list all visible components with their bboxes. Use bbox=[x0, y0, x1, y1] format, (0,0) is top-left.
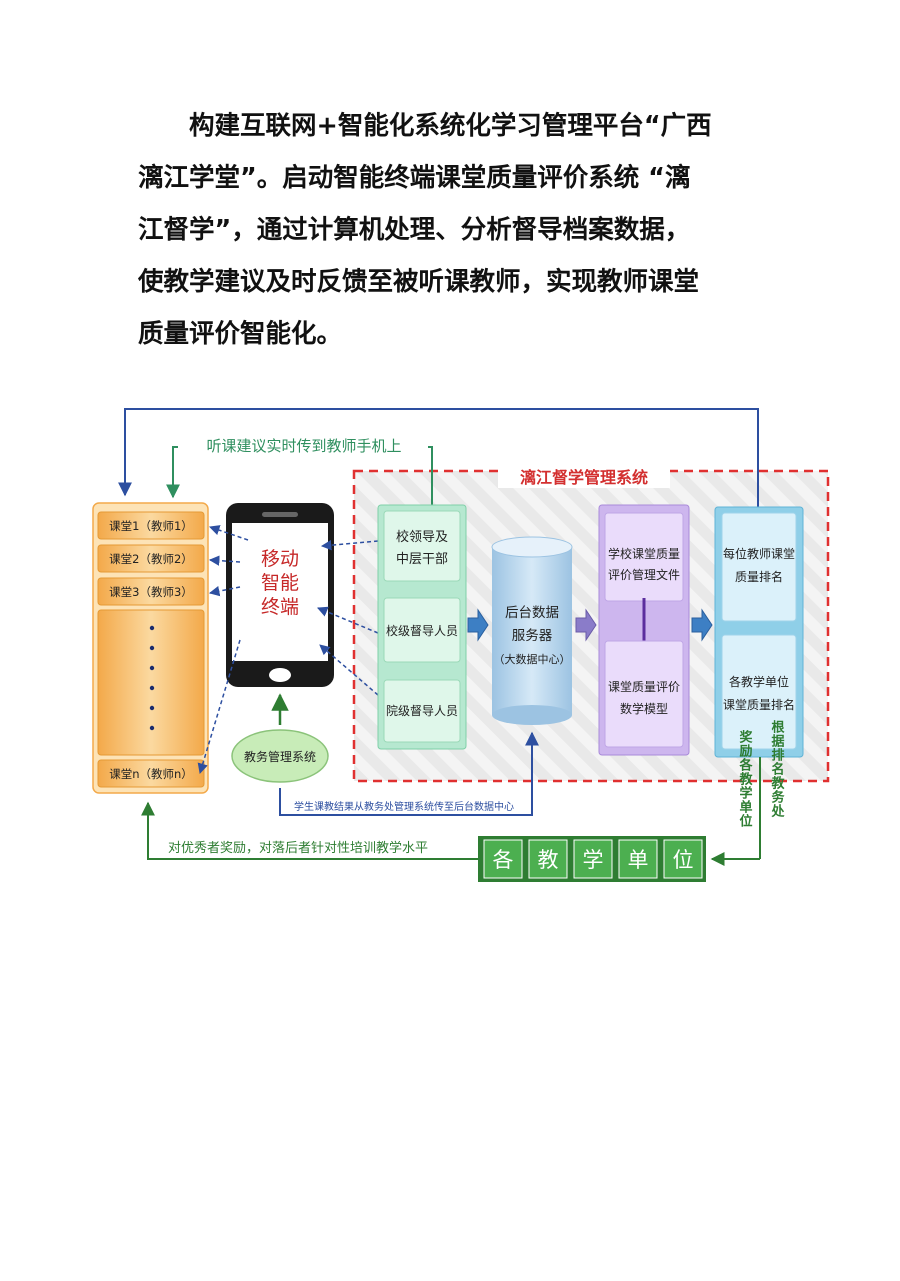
classroom-item-middle bbox=[97, 609, 205, 756]
mobile-phone-screen bbox=[232, 523, 328, 661]
supervision-system-diagram: 漓江督学管理系统 听课建议实时传到教师手机上 课堂1（教师1） 课堂2（教师2）… bbox=[92, 408, 830, 882]
unit-char: 教 bbox=[538, 848, 559, 872]
paragraph-line: 江督学”，通过计算机处理、分析督导档案数据， bbox=[138, 215, 691, 245]
mobile-label: 智能 bbox=[261, 572, 299, 594]
eval-model-box bbox=[604, 640, 684, 748]
arrow-server-to-eval bbox=[575, 608, 597, 642]
unit-cells bbox=[483, 839, 703, 879]
system-title: 漓江督学管理系统 bbox=[520, 468, 648, 487]
student-eval-line bbox=[279, 731, 539, 816]
mobile-to-classroom-3 bbox=[208, 585, 241, 597]
system-title-bg bbox=[498, 464, 670, 488]
leaders-label: 校领导及 bbox=[396, 529, 448, 545]
mobile-label: 移动 bbox=[261, 548, 299, 570]
bottom-feedback-line bbox=[141, 801, 478, 860]
classroom-label: 课堂1（教师1） bbox=[109, 519, 193, 533]
academic-affairs-label: 教务管理系统 bbox=[244, 749, 316, 764]
ranking-unit-label: 各教学单位 bbox=[729, 674, 789, 689]
classroom-item-2 bbox=[97, 544, 205, 573]
classroom-item-3 bbox=[97, 577, 205, 606]
ellipsis-dots bbox=[149, 625, 155, 731]
school-to-mobile bbox=[317, 606, 379, 634]
unit-char: 位 bbox=[673, 848, 694, 872]
student-eval-label-bg bbox=[284, 797, 526, 813]
unit-char: 单 bbox=[628, 848, 649, 872]
server-label: （大数据中心） bbox=[494, 652, 571, 666]
classroom-label: 课堂n（教师n） bbox=[109, 767, 193, 781]
server-label: 服务器 bbox=[512, 628, 553, 644]
classroom-label: 课堂2（教师2） bbox=[109, 552, 193, 566]
ranking-teacher-box bbox=[721, 512, 797, 622]
vertical-label-left: 奖励各教学单位 bbox=[737, 729, 754, 828]
school-supervisor-box bbox=[383, 597, 461, 663]
paragraph-line: 使教学建议及时反馈至被听课教师，实现教师课堂 bbox=[138, 267, 700, 297]
vertical-char: 根据排名教务处 bbox=[769, 719, 786, 818]
academic-affairs-system bbox=[231, 729, 329, 783]
eval-file-label: 评价管理文件 bbox=[608, 567, 680, 582]
eval-model-label: 课堂质量评价 bbox=[608, 680, 680, 694]
leaders-to-mobile bbox=[320, 539, 379, 551]
eval-model-label: 数学模型 bbox=[620, 701, 668, 716]
vertical-label-right: 根据排名教务处 bbox=[769, 719, 786, 818]
leaders-box bbox=[383, 510, 461, 582]
mobile-label: 终端 bbox=[261, 596, 299, 618]
college-supervisor-box bbox=[383, 679, 461, 743]
server-body bbox=[492, 547, 572, 715]
mobile-to-classroom-2 bbox=[208, 555, 241, 566]
paragraph-line: 漓江学堂”。启动智能终端课堂质量评价系统 “漓 bbox=[138, 163, 691, 193]
server-label: 后台数据 bbox=[505, 605, 559, 621]
server-bottom bbox=[492, 705, 572, 725]
leaders-label: 中层干部 bbox=[396, 552, 448, 567]
paragraph-line: 质量评价智能化。 bbox=[138, 319, 343, 349]
ranking-teacher-label: 质量排名 bbox=[735, 569, 783, 584]
eval-file-label: 学校课堂质量 bbox=[608, 546, 680, 561]
student-eval-label: 学生课教结果从教务处管理系统传至后台数据中心 bbox=[294, 800, 514, 813]
college-supervisor-label: 院级督导人员 bbox=[386, 703, 458, 718]
arrow-eval-to-ranking bbox=[691, 608, 713, 642]
vertical-char: 奖励各教学单位 bbox=[737, 729, 754, 828]
unit-char: 各 bbox=[493, 848, 514, 872]
ranking-unit-label: 课堂质量排名 bbox=[723, 697, 795, 712]
top-feedback-label: 听课建议实时传到教师手机上 bbox=[206, 437, 401, 455]
mobile-home-button bbox=[269, 668, 291, 682]
intro-paragraph: 构建互联网+智能化系统化学习管理平台“广西 漓江学堂”。启动智能终端课堂质量评价… bbox=[138, 100, 778, 360]
classroom-label: 课堂3（教师3） bbox=[109, 585, 193, 599]
mobile-phone-speaker bbox=[262, 512, 298, 517]
school-supervisor-label: 校级督导人员 bbox=[386, 623, 458, 638]
ranking-unit-box bbox=[721, 634, 797, 750]
top-blue-loop bbox=[118, 408, 759, 513]
college-to-mobile bbox=[319, 644, 379, 696]
classroom-item-1 bbox=[97, 511, 205, 540]
unit-char: 学 bbox=[583, 848, 604, 872]
top-feedback-label-bg bbox=[178, 435, 428, 457]
paragraph-line: 构建互联网+智能化系统化学习管理平台“广西 bbox=[189, 111, 712, 141]
ranking-teacher-label: 每位教师课堂 bbox=[723, 546, 795, 561]
mobile-to-classroom-n bbox=[197, 639, 241, 775]
bottom-feedback-label: 对优秀者奖励，对落后者针对性培训教学水平 bbox=[168, 840, 428, 856]
server-top bbox=[491, 536, 573, 558]
arrow-supervisors-to-server bbox=[467, 608, 489, 642]
